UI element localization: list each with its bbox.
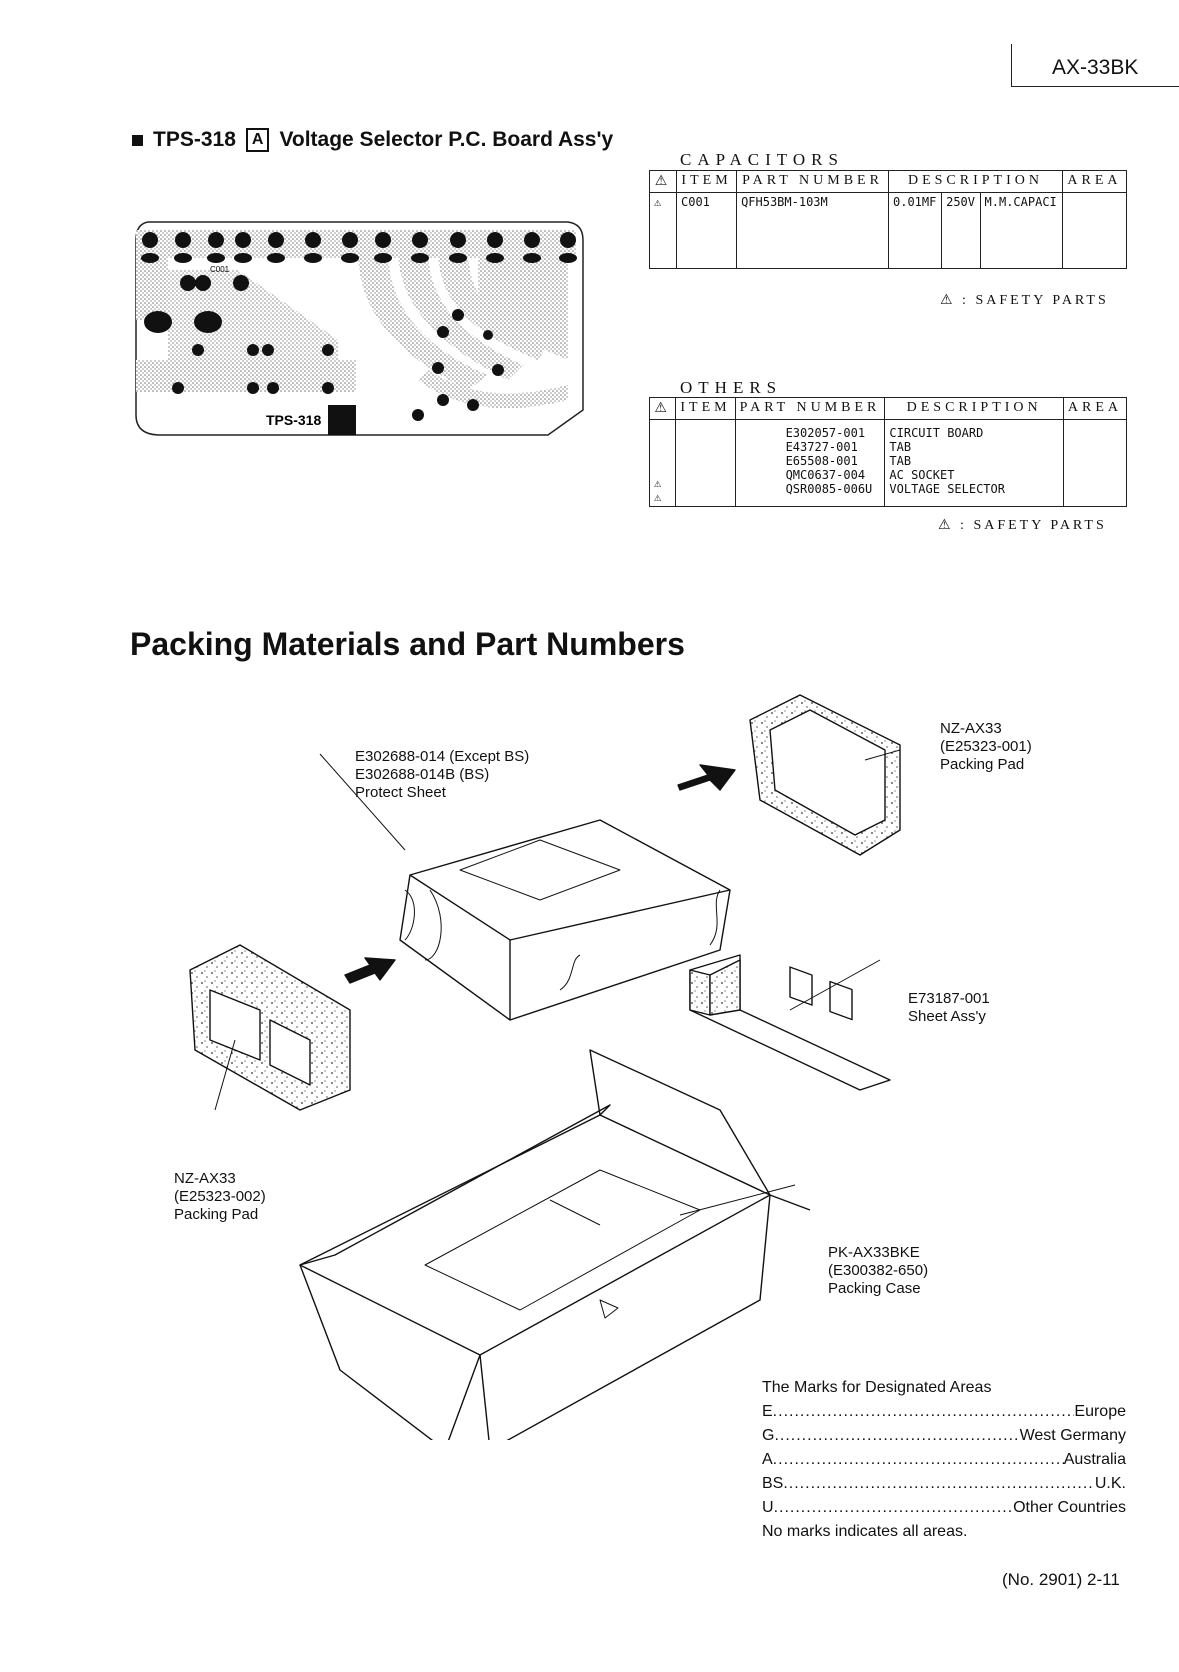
list-item: U.......................................… bbox=[762, 1499, 1126, 1516]
capacitors-safety-note: ⚠ : SAFETY PARTS bbox=[940, 293, 1109, 308]
list-item: BS......................................… bbox=[762, 1475, 1126, 1492]
cap-silkscreen-label: C001 bbox=[210, 265, 230, 274]
legend-footer: No marks indicates all areas. bbox=[762, 1523, 968, 1540]
packing-diagram bbox=[189, 694, 901, 1440]
designated-areas-legend: The Marks for Designated Areas E........… bbox=[762, 1376, 1126, 1544]
packing-pad-right-label: NZ-AX33 (E25323-001) Packing Pad bbox=[940, 720, 1032, 773]
cell-part-number: QFH53BM-103M bbox=[736, 192, 889, 269]
others-caption: OTHERS bbox=[680, 378, 783, 397]
safety-mark-icon bbox=[654, 448, 671, 462]
safety-header-icon: ⚠ bbox=[649, 170, 677, 193]
cell-voltage: 250V bbox=[941, 192, 981, 269]
safety-mark-icon: ⚠ bbox=[654, 490, 662, 504]
safety-mark-icon: ⚠ bbox=[649, 192, 677, 269]
table-row: ⚠ ⚠ E302057-001 E43727-001 E65508-001 QM… bbox=[648, 419, 1128, 507]
table-row: ⚠ C001 QFH53BM-103M 0.01MF 250V M.M.CAPA… bbox=[649, 192, 1128, 269]
col-header-area: AREA bbox=[1062, 397, 1128, 420]
cell-description: TAB bbox=[889, 440, 912, 454]
col-header-item: ITEM bbox=[675, 170, 738, 193]
cell-description: CIRCUIT BOARD bbox=[889, 426, 984, 440]
board-name: Voltage Selector P.C. Board Ass'y bbox=[279, 128, 614, 151]
col-header-description: DESCRIPTION bbox=[888, 170, 1063, 193]
table-header-row: ⚠ ITEM PART NUMBER DESCRIPTION AREA bbox=[649, 170, 1128, 193]
board-boxed-letter: A bbox=[245, 128, 270, 152]
legend-title: The Marks for Designated Areas bbox=[762, 1379, 992, 1396]
list-item: A.......................................… bbox=[762, 1451, 1126, 1468]
safety-mark-icon: ⚠ bbox=[654, 476, 662, 490]
cell-type: M.M.CAPACI bbox=[979, 192, 1063, 269]
col-header-item: ITEM bbox=[675, 397, 736, 420]
cell-part-number: E65508-001 bbox=[785, 454, 858, 468]
list-item: E.......................................… bbox=[762, 1403, 1126, 1420]
cell-capacitance: 0.01MF bbox=[887, 192, 943, 269]
cell-part-number: QMC0637-004 bbox=[785, 468, 866, 482]
cell-description: TAB bbox=[889, 454, 912, 468]
cell-item bbox=[675, 419, 736, 507]
safety-mark-icon bbox=[654, 462, 671, 476]
protect-sheet-label: E302688-014 (Except BS) E302688-014B (BS… bbox=[355, 748, 530, 801]
safety-header-icon: ⚠ bbox=[648, 397, 677, 420]
packing-pad-left-label: NZ-AX33 (E25323-002) Packing Pad bbox=[174, 1170, 266, 1223]
cell-description: AC SOCKET bbox=[889, 468, 955, 482]
bullet-square-icon bbox=[132, 134, 143, 146]
section-title: Packing Materials and Part Numbers bbox=[130, 626, 685, 662]
cell-description: VOLTAGE SELECTOR bbox=[889, 482, 1005, 496]
page-number: (No. 2901) 2-11 bbox=[1002, 1570, 1120, 1589]
others-table: ⚠ ITEM PART NUMBER DESCRIPTION AREA ⚠ ⚠ … bbox=[648, 397, 1128, 507]
col-header-area: AREA bbox=[1061, 170, 1128, 193]
board-title: TPS-318 A Voltage Selector P.C. Board As… bbox=[132, 128, 613, 152]
board-code: TPS-318 bbox=[153, 128, 236, 151]
capacitors-caption: CAPACITORS bbox=[680, 150, 844, 169]
col-header-part-number: PART NUMBER bbox=[736, 170, 889, 193]
others-safety-note: ⚠ : SAFETY PARTS bbox=[938, 518, 1107, 533]
table-header-row: ⚠ ITEM PART NUMBER DESCRIPTION AREA bbox=[648, 397, 1128, 420]
sheet-assy-label: E73187-001 Sheet Ass'y bbox=[908, 990, 990, 1025]
cell-part-number: E43727-001 bbox=[785, 440, 858, 454]
col-header-description: DESCRIPTION bbox=[884, 397, 1064, 420]
cell-item: C001 bbox=[675, 192, 738, 269]
cell-area bbox=[1061, 192, 1128, 269]
header-rule-vertical bbox=[1011, 44, 1012, 86]
pcb-diagram: C001 TPS-318 bbox=[135, 221, 584, 436]
list-item: G.......................................… bbox=[762, 1427, 1126, 1444]
cell-area bbox=[1062, 419, 1128, 507]
col-header-part-number: PART NUMBER bbox=[734, 397, 886, 420]
capacitors-table: ⚠ ITEM PART NUMBER DESCRIPTION AREA ⚠ C0… bbox=[649, 170, 1128, 269]
model-number: AX-33BK bbox=[1052, 56, 1139, 79]
header-rule-horizontal bbox=[1011, 86, 1179, 87]
safety-mark-icon bbox=[654, 434, 671, 448]
packing-case-label: PK-AX33BKE (E300382-650) Packing Case bbox=[828, 1244, 929, 1297]
cell-part-number: QSR0085-006U bbox=[785, 482, 873, 496]
pcb-board-label: TPS-318 bbox=[266, 412, 321, 428]
cell-part-number: E302057-001 bbox=[785, 426, 866, 440]
